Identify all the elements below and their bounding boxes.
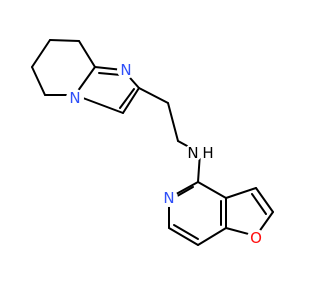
molecule-structure: N N N H N O — [31, 39, 274, 247]
atom-n-pyridine-label: N — [163, 189, 174, 207]
atom-n-imidazole: N — [117, 61, 135, 79]
atom-n-imidazole-label: N — [120, 61, 131, 79]
atom-n-bridgehead: N — [66, 89, 84, 107]
saturated-ring-bonds — [31, 39, 96, 96]
atom-nh-amine: N H — [184, 144, 217, 162]
ethyl-linker-bonds — [138, 87, 201, 183]
atom-o-furan-label: O — [250, 229, 262, 247]
atom-n-pyridine: N — [160, 189, 178, 207]
atom-o-furan: O — [247, 229, 265, 247]
atom-h-amine-label: H — [202, 144, 213, 162]
atom-n-bridgehead-label: N — [69, 89, 80, 107]
atom-n-amine-label: N — [187, 144, 198, 162]
pyridine-ring-bonds — [168, 181, 227, 246]
